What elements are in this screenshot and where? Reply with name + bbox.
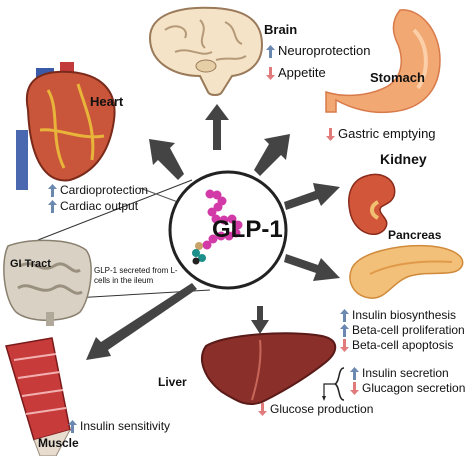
up-arrow-icon xyxy=(340,324,349,337)
up-arrow-icon xyxy=(266,44,275,58)
liver-effect-glucagon-secretion: Glucagon secretion xyxy=(350,381,465,395)
muscle-icon xyxy=(5,337,71,456)
up-arrow-icon xyxy=(350,367,359,380)
brain-effect-neuroprotection: Neuroprotection xyxy=(266,43,371,58)
arrow-to-heart xyxy=(149,139,184,180)
stomach-effect-gastric: Gastric emptying xyxy=(326,126,436,141)
arrow-to-brain xyxy=(205,104,229,150)
gi-tract-note: GLP-1 secreted from L-cells in the ileum xyxy=(94,266,178,285)
pancreas-effect-beta-apoptosis: Beta-cell apoptosis xyxy=(340,338,453,352)
pancreas-effect-beta-proliferation: Beta-cell proliferation xyxy=(340,323,465,337)
glp1-molecule-icon xyxy=(192,189,243,265)
brain-effect-appetite: Appetite xyxy=(266,65,326,80)
stomach-title: Stomach xyxy=(370,70,425,85)
arrow-to-liver xyxy=(251,306,269,334)
kidney-title: Kidney xyxy=(380,151,427,167)
liver-effect-glucose-production: Glucose production xyxy=(258,402,373,416)
heart-title: Heart xyxy=(90,94,124,109)
down-arrow-icon xyxy=(266,66,275,80)
pancreas-icon xyxy=(349,244,464,299)
down-arrow-icon xyxy=(258,403,267,416)
liver-effect-insulin-secretion: Insulin secretion xyxy=(350,366,449,380)
glp1-label: GLP-1 xyxy=(212,216,283,243)
down-arrow-icon xyxy=(326,127,335,141)
up-arrow-icon xyxy=(48,184,57,197)
arrows xyxy=(86,104,340,360)
arrow-to-kidney xyxy=(284,183,340,210)
muscle-effect-insulin-sensitivity: Insulin sensitivity xyxy=(68,419,170,433)
liver-title: Liver xyxy=(158,375,187,389)
gi-tract-title: GI Tract xyxy=(10,258,51,270)
arrow-to-stomach xyxy=(254,134,290,176)
up-arrow-icon xyxy=(340,309,349,322)
gi-tract-icon xyxy=(3,239,92,326)
heart-icon xyxy=(16,62,116,190)
liver-icon xyxy=(201,332,337,406)
down-arrow-icon xyxy=(350,382,359,395)
brain-icon xyxy=(148,6,264,96)
kidney-icon xyxy=(348,173,396,235)
down-arrow-icon xyxy=(340,339,349,352)
pancreas-title: Pancreas xyxy=(388,228,442,242)
arrow-to-pancreas xyxy=(284,254,340,281)
pancreas-effect-insulin-biosynthesis: Insulin biosynthesis xyxy=(340,308,456,322)
stomach-icon xyxy=(325,9,441,114)
up-arrow-icon xyxy=(68,420,77,433)
liver-bracket xyxy=(322,367,345,401)
up-arrow-icon xyxy=(48,200,57,213)
heart-effect-cardiac-output: Cardiac output xyxy=(48,199,138,213)
brain-title: Brain xyxy=(264,22,298,37)
arrow-to-muscle xyxy=(86,283,197,360)
gi-connector-top xyxy=(37,179,193,241)
heart-effect-cardioprotection: Cardioprotection xyxy=(48,183,148,197)
muscle-title: Muscle xyxy=(38,436,79,450)
